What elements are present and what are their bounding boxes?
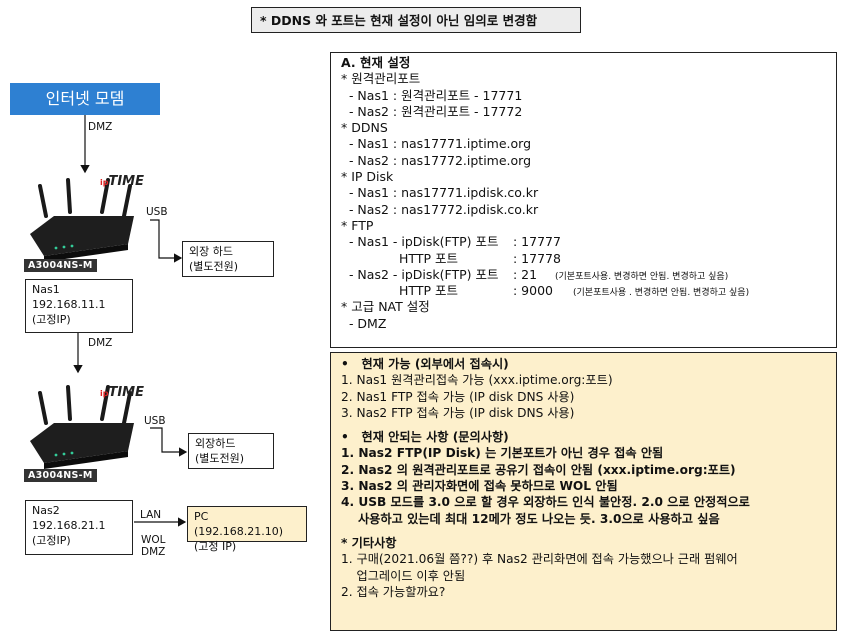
router1-image	[24, 176, 154, 272]
usb-label-2: USB	[144, 415, 166, 427]
wol-label: WOL	[141, 534, 166, 546]
dmz-label-3: DMZ	[141, 546, 166, 558]
dmz-label-2: DMZ	[88, 337, 113, 349]
external-hdd-1: 외장 하드 (별도전원)	[182, 241, 274, 277]
usb-label-1: USB	[146, 206, 168, 218]
nat-title: * 고급 NAT 설정	[341, 299, 430, 315]
panel-a-title: A. 현재 설정	[341, 55, 411, 70]
ftp-nas1-row: - Nas1 - ipDisk(FTP) 포트 : 17777	[341, 234, 561, 250]
issue-item: 사용하고 있는데 최대 12메가 정도 나오는 듯. 3.0으로 사용하고 싶음	[341, 511, 720, 526]
router1-model: A3004NS-M	[24, 259, 97, 272]
top-note: * DDNS 와 포트는 현재 설정이 아닌 임의로 변경함	[251, 7, 581, 33]
internet-modem: 인터넷 모뎀	[10, 83, 160, 115]
router2-image	[24, 383, 154, 479]
issue-item: 3. Nas2 의 관리자화면에 접속 못하므로 WOL 안됨	[341, 479, 618, 494]
settings-line: - Nas2 : nas17772.iptime.org	[341, 152, 532, 168]
nas2-box: Nas2 192.168.21.1 (고정IP)	[25, 500, 133, 555]
router-icon	[30, 385, 134, 469]
settings-line: * DDNS	[341, 120, 388, 136]
issue-item: 1. Nas2 FTP(IP Disk) 는 기본포트가 아닌 경우 접속 안됨	[341, 446, 664, 461]
settings-line: * 원격관리포트	[341, 71, 421, 87]
ftp-nas2-row: - Nas2 - ipDisk(FTP) 포트 : 21 (기본포트사용. 변경…	[341, 266, 729, 282]
etc-item: 2. 접속 가능할까요?	[341, 584, 446, 599]
ftp-nas2-http-row: HTTP 포트 : 9000 (기본포트사용 . 변경하면 안됨. 변경하고 싶…	[399, 283, 750, 299]
pc-box: PC (192.168.21.10) (고정 IP)	[187, 506, 307, 553]
possible-title: • 현재 가능 (외부에서 접속시)	[341, 357, 509, 371]
settings-line: - Nas1 : nas17771.iptime.org	[341, 136, 532, 152]
settings-line: * FTP	[341, 217, 374, 233]
issues-title: • 현재 안되는 사항 (문의사항)	[341, 430, 509, 445]
router1-brand: ipTIME	[100, 174, 144, 189]
nas1-box: Nas1 192.168.11.1 (고정IP)	[25, 279, 133, 333]
settings-line: * IP Disk	[341, 169, 394, 185]
etc-item: 1. 구매(2021.06월 쯤??) 후 Nas2 관리화면에 접속 가능했으…	[341, 552, 738, 567]
router-icon	[30, 178, 134, 262]
dmz-label-1: DMZ	[88, 121, 113, 133]
lan-label: LAN	[140, 509, 162, 521]
issue-item: 2. Nas2 의 원격관리포트로 공유기 접속이 안됨 (xxx.iptime…	[341, 462, 736, 477]
settings-line: - Nas1 : 원격관리포트 - 17771	[341, 87, 523, 103]
settings-line: - Nas1 : nas17771.ipdisk.co.kr	[341, 185, 539, 201]
external-hdd-2: 외장하드 (별도전원)	[188, 433, 274, 469]
etc-item: 업그레이드 이후 안됨	[341, 568, 466, 583]
settings-line: - Nas2 : 원격관리포트 - 17772	[341, 103, 523, 119]
router2-to-hdd2-line	[150, 427, 188, 457]
ftp-nas1-http-row: HTTP 포트 : 17778	[399, 250, 561, 266]
possible-item: 1. Nas1 원격관리접속 가능 (xxx.iptime.org:포트)	[341, 373, 613, 388]
current-settings-panel: A. 현재 설정 * 원격관리포트 - Nas1 : 원격관리포트 - 1777…	[330, 52, 837, 348]
settings-line: - Nas2 : nas17772.ipdisk.co.kr	[341, 201, 539, 217]
issue-item: 4. USB 모드를 3.0 으로 할 경우 외장하드 인식 불안정. 2.0 …	[341, 495, 750, 510]
possible-item: 2. Nas1 FTP 접속 가능 (IP disk DNS 사용)	[341, 389, 575, 404]
nat-item: - DMZ	[341, 315, 387, 331]
etc-title: * 기타사항	[341, 535, 397, 550]
router2-model: A3004NS-M	[24, 469, 97, 482]
status-panel: • 현재 가능 (외부에서 접속시) 1. Nas1 원격관리접속 가능 (xx…	[330, 352, 837, 631]
router2-brand: ipTIME	[100, 385, 144, 400]
router1-to-hdd1-line	[150, 219, 183, 263]
possible-item: 3. Nas2 FTP 접속 가능 (IP disk DNS 사용)	[341, 405, 575, 420]
